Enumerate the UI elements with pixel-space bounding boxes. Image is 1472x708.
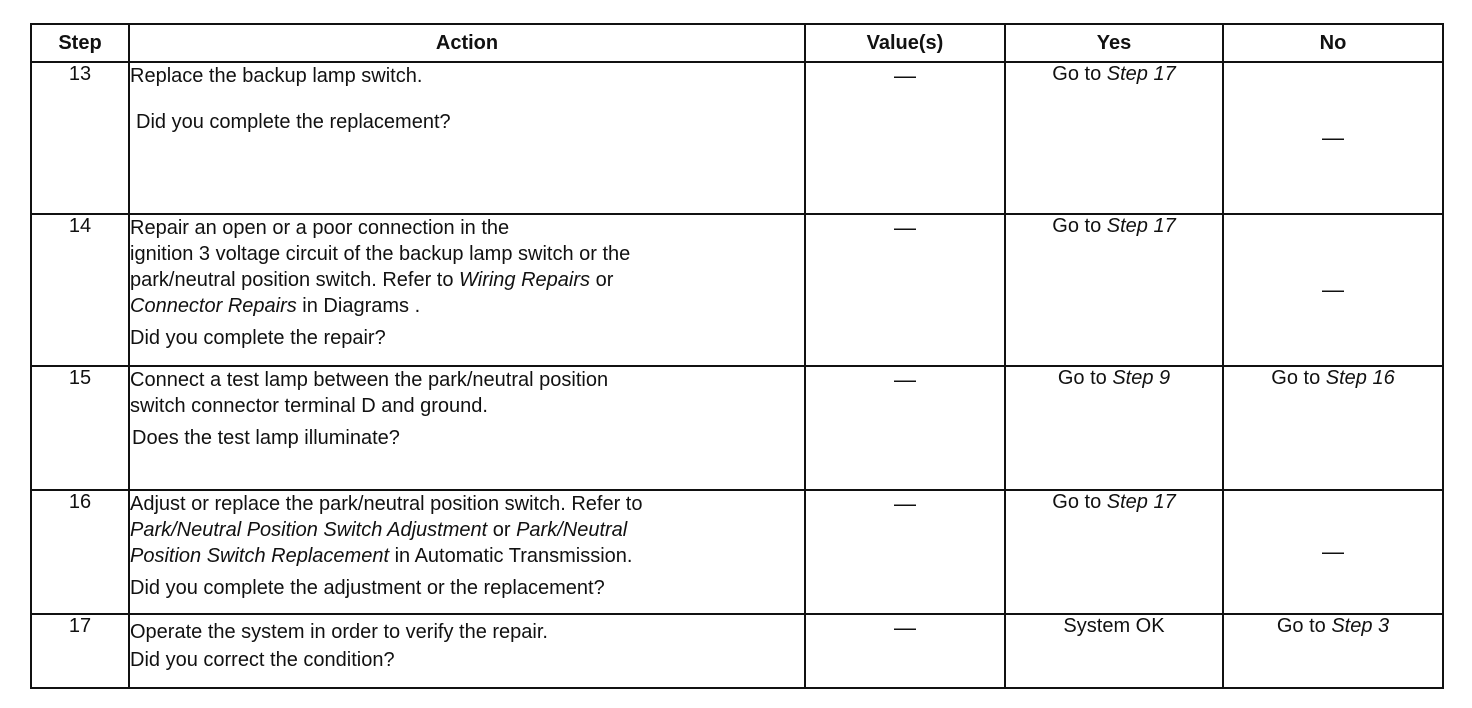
no-prefix: Go to	[1276, 615, 1332, 637]
action-question: Does the test lamp illuminate?	[132, 427, 400, 449]
yes-cell: System OK	[1004, 613, 1224, 689]
no-step-link[interactable]: Step 16	[1325, 367, 1395, 389]
action-cell: Adjust or replace the park/neutral posit…	[128, 489, 806, 615]
header-no: No	[1222, 23, 1444, 63]
table-row: 17 Operate the system in order to verify…	[30, 613, 1444, 689]
no-step-link[interactable]: Step 3	[1331, 615, 1390, 637]
step-number: 17	[30, 613, 130, 689]
header-yes: Yes	[1004, 23, 1224, 63]
no-cell: Go to Step 3	[1222, 613, 1444, 689]
action-question: Did you complete the adjustment or the r…	[130, 577, 605, 599]
action-text: in Diagrams .	[296, 295, 421, 317]
pnp-replacement-link[interactable]: Park/Neutral	[516, 519, 628, 541]
connector-repairs-link[interactable]: Connector Repairs	[130, 295, 297, 317]
step-number: 16	[30, 489, 130, 615]
header-row: Step Action Value(s) Yes No	[30, 23, 1444, 63]
action-instruction: Replace the backup lamp switch.	[130, 65, 423, 87]
header-values: Value(s)	[804, 23, 1006, 63]
no-cell: Go to Step 16	[1222, 365, 1444, 491]
no-cell: —	[1222, 213, 1444, 367]
value-cell: —	[804, 61, 1006, 215]
header-action: Action	[128, 23, 806, 63]
yes-prefix: Go to	[1057, 367, 1113, 389]
action-line: ignition 3 voltage circuit of the backup…	[130, 243, 631, 265]
yes-cell: Go to Step 17	[1004, 61, 1224, 215]
step-number: 15	[30, 365, 130, 491]
pnp-adjustment-link[interactable]: Park/Neutral Position Switch Adjustment	[130, 519, 488, 541]
no-cell: —	[1222, 61, 1444, 215]
yes-step-link[interactable]: Step 9	[1112, 367, 1171, 389]
action-line: Park/Neutral Position Switch Adjustment …	[130, 517, 804, 543]
wiring-repairs-link[interactable]: Wiring Repairs	[459, 269, 591, 291]
action-cell: Operate the system in order to verify th…	[128, 613, 806, 689]
action-line: park/neutral position switch. Refer to W…	[130, 267, 804, 293]
value-cell: —	[804, 613, 1006, 689]
action-question: Did you complete the repair?	[130, 327, 386, 349]
no-cell: —	[1222, 489, 1444, 615]
yes-step-link[interactable]: Step 17	[1106, 491, 1176, 513]
action-instruction: Operate the system in order to verify th…	[130, 621, 548, 643]
action-cell: Repair an open or a poor connection in t…	[128, 213, 806, 367]
action-text: or	[590, 269, 614, 291]
action-line: switch connector terminal D and ground.	[130, 395, 488, 417]
no-prefix: Go to	[1271, 367, 1326, 389]
table-row: 15 Connect a test lamp between the park/…	[30, 365, 1444, 491]
step-number: 13	[30, 61, 130, 215]
table-row: 13 Replace the backup lamp switch. Did y…	[30, 61, 1444, 215]
action-line: Adjust or replace the park/neutral posit…	[130, 493, 643, 515]
yes-cell: Go to Step 17	[1004, 213, 1224, 367]
value-cell: —	[804, 365, 1006, 491]
pnp-replacement-link[interactable]: Position Switch Replacement	[130, 545, 390, 567]
action-question: Did you complete the replacement?	[136, 111, 451, 133]
yes-prefix: Go to	[1052, 215, 1107, 237]
action-cell: Replace the backup lamp switch. Did you …	[128, 61, 806, 215]
diagnostic-table: Step Action Value(s) Yes No 13 Replace t…	[30, 23, 1444, 689]
yes-cell: Go to Step 9	[1004, 365, 1224, 491]
step-number: 14	[30, 213, 130, 367]
yes-cell: Go to Step 17	[1004, 489, 1224, 615]
yes-step-link[interactable]: Step 17	[1106, 63, 1176, 85]
action-text: park/neutral position switch. Refer to	[130, 269, 460, 291]
action-line: Connect a test lamp between the park/neu…	[130, 369, 609, 391]
action-text: in Automatic Transmission.	[389, 545, 633, 567]
action-line: Connector Repairs in Diagrams .	[130, 293, 804, 319]
header-step: Step	[30, 23, 130, 63]
yes-prefix: Go to	[1052, 63, 1107, 85]
action-line: Repair an open or a poor connection in t…	[130, 217, 510, 239]
value-cell: —	[804, 213, 1006, 367]
yes-prefix: Go to	[1052, 491, 1107, 513]
action-text: or	[487, 519, 517, 541]
yes-step-link[interactable]: Step 17	[1106, 215, 1176, 237]
action-question: Did you correct the condition?	[130, 649, 395, 671]
value-cell: —	[804, 489, 1006, 615]
table-row: 14 Repair an open or a poor connection i…	[30, 213, 1444, 367]
table-row: 16 Adjust or replace the park/neutral po…	[30, 489, 1444, 615]
action-cell: Connect a test lamp between the park/neu…	[128, 365, 806, 491]
action-line: Position Switch Replacement in Automatic…	[130, 543, 804, 569]
